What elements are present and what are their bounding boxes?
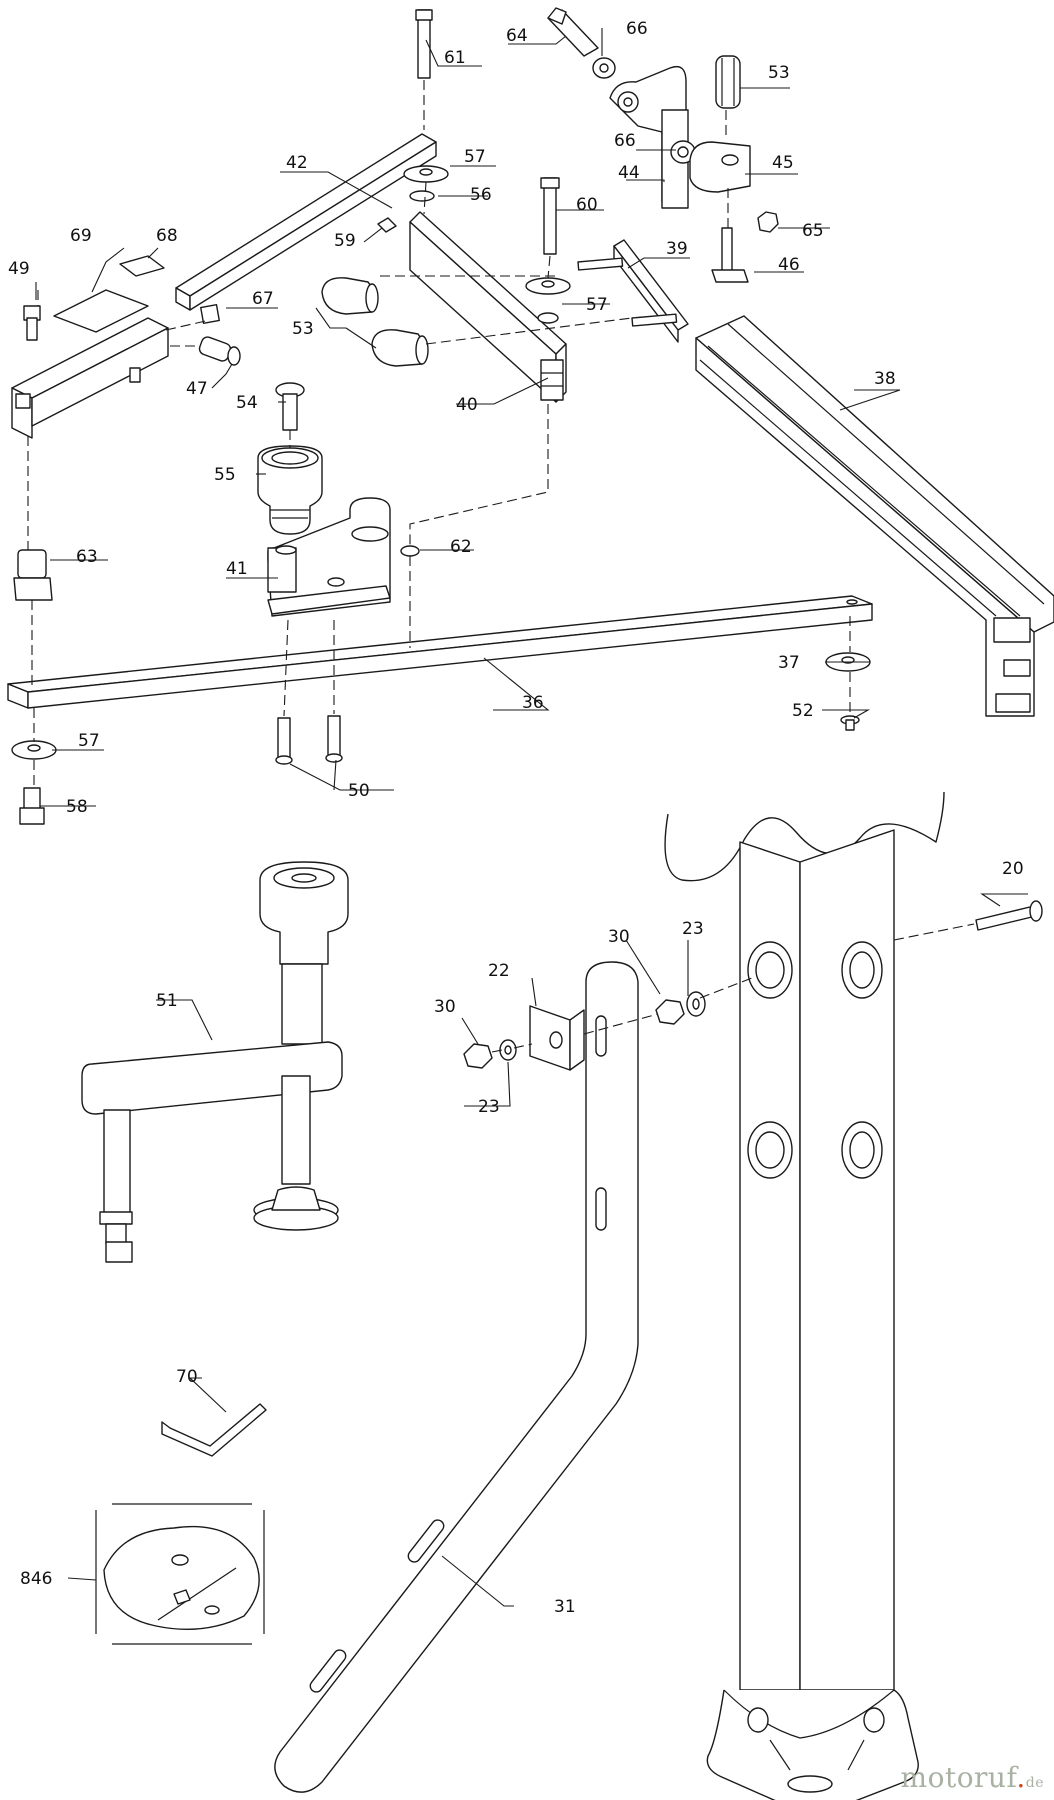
watermark-tld: de xyxy=(1025,1775,1044,1791)
part-61-pin xyxy=(415,9,433,79)
part-54-screw xyxy=(275,382,305,431)
callout-57: 57 xyxy=(78,731,100,751)
callout-57: 57 xyxy=(464,147,486,167)
callout-31: 31 xyxy=(554,1597,576,1617)
part-31-brace xyxy=(274,961,639,1793)
part-59-nut xyxy=(377,217,397,233)
callout-65: 65 xyxy=(802,221,824,241)
callout-53: 53 xyxy=(768,63,790,83)
part-45-clamp xyxy=(689,141,751,193)
part-44-arm xyxy=(609,65,689,209)
callout-62: 62 xyxy=(450,537,472,557)
part-49-screw xyxy=(23,305,41,341)
part-65-nut xyxy=(757,211,779,233)
callout-37: 37 xyxy=(778,653,800,673)
callout-56: 56 xyxy=(470,185,492,205)
callout-44: 44 xyxy=(618,163,640,183)
callout-20: 20 xyxy=(1002,859,1024,879)
callout-30: 30 xyxy=(434,997,456,1017)
callout-70: 70 xyxy=(176,1367,198,1387)
callout-22: 22 xyxy=(488,961,510,981)
callout-60: 60 xyxy=(576,195,598,215)
part-47-plug xyxy=(198,336,241,366)
watermark-dot: . xyxy=(1016,1761,1026,1794)
callout-41: 41 xyxy=(226,559,248,579)
part-52-screw xyxy=(840,715,860,731)
part-30-nut-left xyxy=(463,1043,493,1069)
callout-labels: 61 64 66 53 42 57 56 66 44 45 60 59 65 6… xyxy=(8,19,1024,1617)
callout-64: 64 xyxy=(506,26,528,46)
part-69-label xyxy=(53,289,149,333)
callout-63: 63 xyxy=(76,547,98,567)
callout-45: 45 xyxy=(772,153,794,173)
callout-50: 50 xyxy=(348,781,370,801)
callout-55: 55 xyxy=(214,465,236,485)
callout-54: 54 xyxy=(236,393,258,413)
part-60-pin xyxy=(540,177,560,255)
part-64-bolt xyxy=(547,7,599,57)
callout-47: 47 xyxy=(186,379,208,399)
callout-66: 66 xyxy=(614,131,636,151)
assembly-lines xyxy=(27,80,975,1053)
part-46-t-bolt xyxy=(711,227,749,283)
watermark-main: motoruf xyxy=(900,1761,1017,1794)
part-55-knob xyxy=(257,445,323,535)
part-43-housing xyxy=(11,317,169,439)
part-39-plate xyxy=(577,239,689,343)
part-56-washer xyxy=(409,190,435,202)
callout-23: 23 xyxy=(478,1097,500,1117)
callout-46: 46 xyxy=(778,255,800,275)
part-41-base xyxy=(267,497,391,617)
part-36-bar xyxy=(7,595,873,709)
callout-42: 42 xyxy=(286,153,308,173)
part-50-screws xyxy=(275,715,343,765)
callout-67: 67 xyxy=(252,289,274,309)
part-70-hex-key xyxy=(161,1403,267,1457)
part-30-nut-right xyxy=(655,999,685,1025)
callout-49: 49 xyxy=(8,259,30,279)
part-53-knob-a xyxy=(321,277,379,315)
part-51-clamp xyxy=(81,861,349,1263)
part-67-clip xyxy=(200,304,220,324)
part-53-knob-b xyxy=(371,329,429,367)
part-63-nut xyxy=(13,549,53,601)
part-62-washer xyxy=(400,545,420,557)
part-68-pad xyxy=(119,255,165,277)
part-22-bracket xyxy=(529,1005,585,1071)
callout-69: 69 xyxy=(70,226,92,246)
part-38-rail xyxy=(695,315,1054,717)
callout-39: 39 xyxy=(666,239,688,259)
part-column xyxy=(664,791,945,1800)
part-58-screw xyxy=(19,787,45,825)
watermark: motoruf.de xyxy=(901,1761,1044,1794)
leader-lines xyxy=(35,28,1028,1607)
callout-30: 30 xyxy=(608,927,630,947)
part-53-knob-upper xyxy=(715,55,741,109)
callout-61: 61 xyxy=(444,48,466,68)
callout-68: 68 xyxy=(156,226,178,246)
callout-36: 36 xyxy=(522,693,544,713)
part-20-bolt xyxy=(975,900,1043,931)
callout-846: 846 xyxy=(20,1569,52,1589)
part-40-arm xyxy=(409,211,567,403)
callout-38: 38 xyxy=(874,369,896,389)
callout-52: 52 xyxy=(792,701,814,721)
callout-58: 58 xyxy=(66,797,88,817)
callout-23: 23 xyxy=(682,919,704,939)
callout-51: 51 xyxy=(156,991,178,1011)
part-846-bag xyxy=(95,1503,265,1645)
callout-59: 59 xyxy=(334,231,356,251)
callout-66: 66 xyxy=(626,19,648,39)
part-42-bar xyxy=(175,133,437,311)
callout-40: 40 xyxy=(456,395,478,415)
callout-53: 53 xyxy=(292,319,314,339)
callout-57: 57 xyxy=(586,295,608,315)
